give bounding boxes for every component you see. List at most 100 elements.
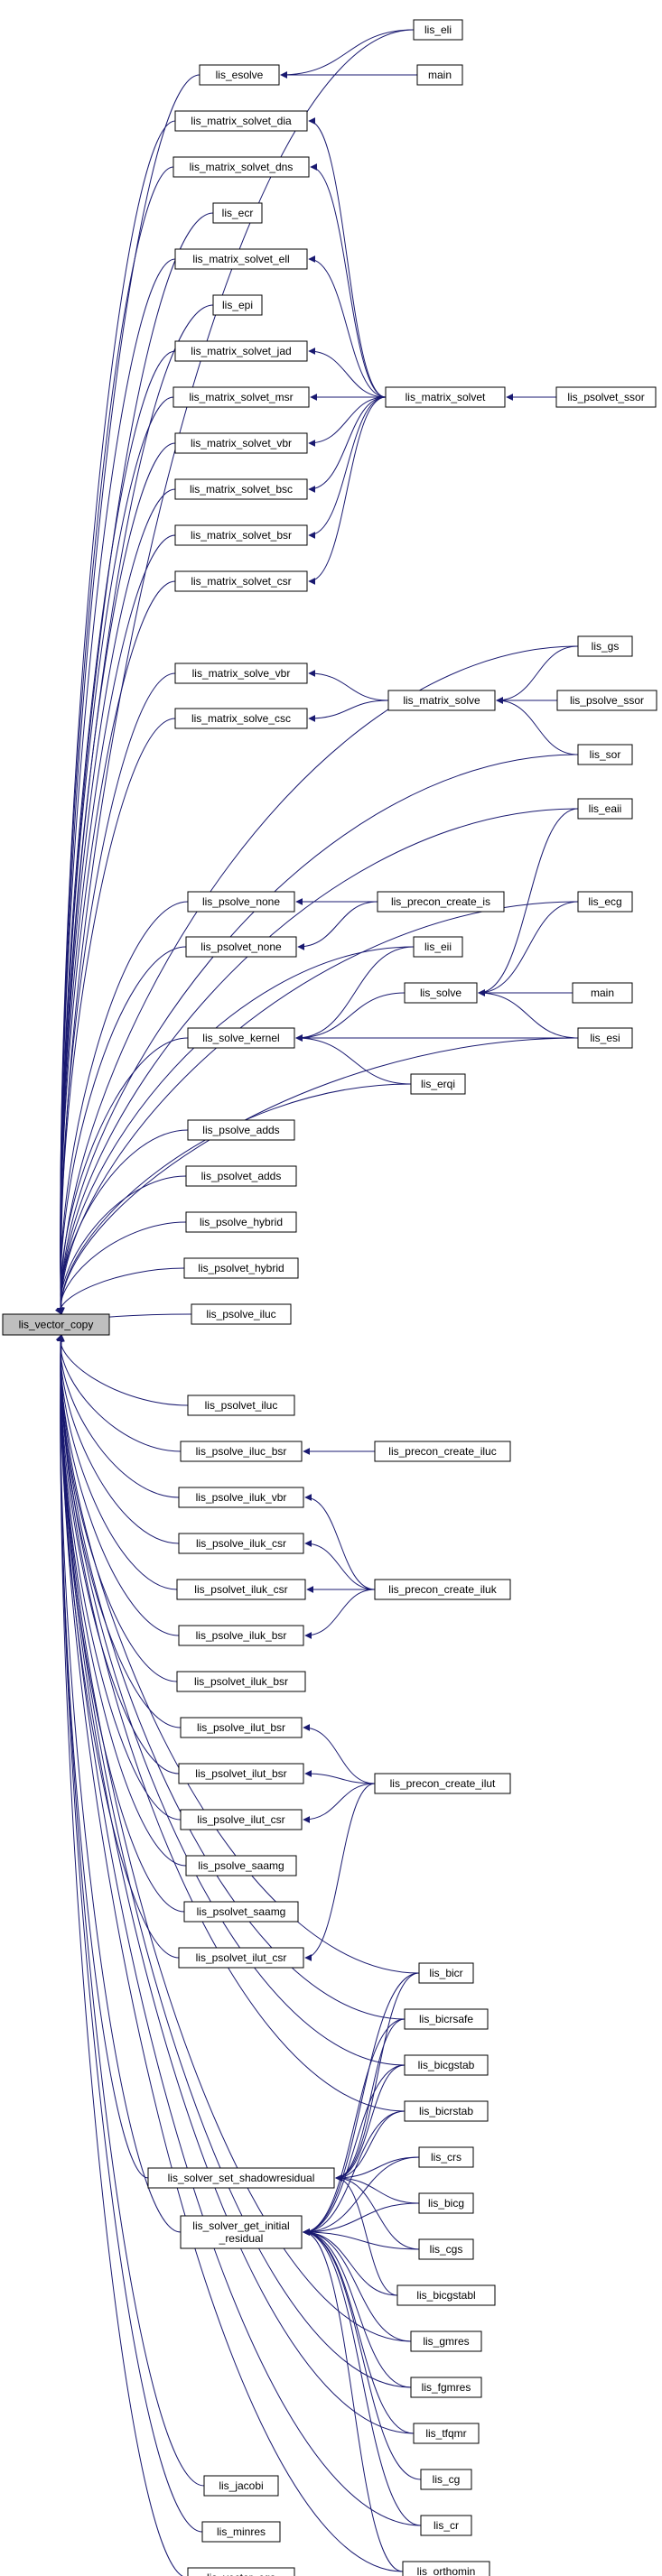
node-box (172, 156, 310, 178)
edge-lis-bicr-to-lis-solver-get-initial-residual (303, 1972, 420, 2236)
node-box (191, 1303, 292, 1325)
node-box (404, 2054, 489, 2076)
node-label: lis_bicrstab (419, 2105, 473, 2117)
node-lis-psolve-iluk-vbr[interactable]: lis_psolve_iluk_vbr (178, 1487, 304, 1508)
node-lis-matrix-solvet-bsr[interactable]: lis_matrix_solvet_bsr (174, 524, 308, 546)
node-lis-psolvet-iluk-bsr[interactable]: lis_psolvet_iluk_bsr (176, 1671, 306, 1692)
node-main[interactable]: main (572, 982, 633, 1004)
node-lis-orthomin[interactable]: lis_orthomin (402, 2561, 490, 2576)
node-lis-bicrsafe[interactable]: lis_bicrsafe (404, 2008, 489, 2030)
node-lis-bicrstab[interactable]: lis_bicrstab (404, 2100, 489, 2122)
node-lis-erqi[interactable]: lis_erqi (410, 1073, 466, 1095)
node-lis-cgs[interactable]: lis_cgs (418, 2238, 474, 2260)
node-lis-matrix-solve-vbr[interactable]: lis_matrix_solve_vbr (174, 663, 308, 684)
node-lis-matrix-solvet-dia[interactable]: lis_matrix_solvet_dia (174, 110, 308, 132)
node-lis-crs[interactable]: lis_crs (418, 2146, 474, 2168)
node-lis-sor[interactable]: lis_sor (577, 744, 633, 765)
node-lis-precon-create-iluc[interactable]: lis_precon_create_iluc (374, 1441, 511, 1462)
node-lis-solve-kernel[interactable]: lis_solve_kernel (187, 1027, 295, 1049)
node-label: lis_eli (424, 23, 452, 36)
node-lis-ecg[interactable]: lis_ecg (577, 891, 633, 913)
node-lis-fgmres[interactable]: lis_fgmres (410, 2377, 482, 2398)
node-lis-eaii[interactable]: lis_eaii (577, 798, 633, 820)
edge-lis-precon-create-ilut-to-lis-psolve-ilut-csr (303, 1783, 376, 1823)
node-lis-psolve-adds[interactable]: lis_psolve_adds (187, 1119, 295, 1141)
node-main[interactable]: main (416, 64, 463, 86)
node-lis-psolvet-iluc[interactable]: lis_psolvet_iluc (187, 1395, 295, 1416)
edge-lis-matrix-solvet-to-lis-matrix-solvet-bsc (308, 396, 387, 493)
node-box (201, 2521, 281, 2543)
node-lis-eii[interactable]: lis_eii (413, 936, 463, 958)
node-lis-vector-copy[interactable]: lis_vector_copy (2, 1313, 110, 1336)
node-lis-precon-create-iluk[interactable]: lis_precon_create_iluk (374, 1579, 511, 1600)
node-lis-psolvet-iluk-csr[interactable]: lis_psolvet_iluk_csr (176, 1579, 306, 1600)
node-lis-matrix-solve[interactable]: lis_matrix_solve (387, 690, 496, 711)
node-lis-tfqmr[interactable]: lis_tfqmr (413, 2423, 480, 2444)
edge-lis-matrix-solvet-to-lis-matrix-solvet-jad (308, 347, 387, 398)
node-lis-psolve-ilut-bsr[interactable]: lis_psolve_ilut_bsr (180, 1717, 303, 1738)
edge-lis-minres-to-lis-vector-copy (57, 1334, 203, 2533)
node-lis-epi[interactable]: lis_epi (212, 294, 263, 316)
node-lis-matrix-solve-csc[interactable]: lis_matrix_solve_csc (174, 708, 308, 729)
node-label: main (591, 987, 614, 999)
node-lis-psolvet-none[interactable]: lis_psolvet_none (185, 936, 297, 958)
node-lis-bicgstabl[interactable]: lis_bicgstabl (396, 2284, 496, 2306)
node-lis-cr[interactable]: lis_cr (420, 2515, 472, 2536)
node-lis-psolve-iluc-bsr[interactable]: lis_psolve_iluc_bsr (180, 1441, 303, 1462)
node-lis-ecr[interactable]: lis_ecr (212, 202, 263, 224)
node-lis-psolve-iluk-bsr[interactable]: lis_psolve_iluk_bsr (178, 1625, 304, 1646)
node-lis-gs[interactable]: lis_gs (577, 635, 633, 657)
node-box (413, 2423, 480, 2444)
node-label: lis_psolvet_hybrid (198, 1262, 284, 1274)
node-lis-psolve-iluk-csr[interactable]: lis_psolve_iluk_csr (178, 1533, 304, 1554)
node-lis-bicg[interactable]: lis_bicg (418, 2192, 474, 2214)
node-lis-esi[interactable]: lis_esi (577, 1027, 633, 1049)
node-lis-psolve-hybrid[interactable]: lis_psolve_hybrid (185, 1211, 297, 1233)
node-lis-psolve-none[interactable]: lis_psolve_none (187, 891, 295, 913)
node-lis-matrix-solvet-vbr[interactable]: lis_matrix_solvet_vbr (174, 432, 308, 454)
node-label: lis_bicg (428, 2197, 464, 2210)
node-lis-matrix-solvet-bsc[interactable]: lis_matrix_solvet_bsc (174, 478, 308, 500)
node-lis-cg[interactable]: lis_cg (420, 2469, 472, 2490)
node-lis-matrix-solvet-msr[interactable]: lis_matrix_solvet_msr (172, 386, 310, 408)
node-lis-psolvet-ilut-csr[interactable]: lis_psolvet_ilut_csr (178, 1947, 304, 1969)
edge-lis-eii-to-lis-solve-kernel (295, 946, 415, 1042)
edge-lis-bicgstab-to-lis-solver-set-shadowresidual (335, 2064, 406, 2182)
node-label: lis_matrix_solvet_dns (190, 161, 294, 173)
node-lis-bicr[interactable]: lis_bicr (418, 1962, 474, 1984)
node-lis-psolvet-adds[interactable]: lis_psolvet_adds (185, 1165, 297, 1187)
node-lis-solve[interactable]: lis_solve (404, 982, 478, 1004)
node-lis-esolve[interactable]: lis_esolve (199, 64, 280, 86)
node-lis-vector-cgs[interactable]: lis_vector_cgs (187, 2567, 295, 2576)
node-lis-psolvet-hybrid[interactable]: lis_psolvet_hybrid (183, 1257, 299, 1279)
node-box (174, 524, 308, 546)
edge-lis-matrix-solvet-to-lis-matrix-solvet-dia (308, 117, 387, 398)
node-lis-psolve-ssor[interactable]: lis_psolve_ssor (556, 690, 657, 711)
node-lis-solver-set-shadowresidual[interactable]: lis_solver_set_shadowresidual (147, 2167, 335, 2189)
node-lis-bicgstab[interactable]: lis_bicgstab (404, 2054, 489, 2076)
node-lis-psolvet-saamg[interactable]: lis_psolvet_saamg (183, 1901, 299, 1923)
node-lis-psolve-saamg[interactable]: lis_psolve_saamg (185, 1855, 297, 1876)
node-lis-matrix-solvet-ell[interactable]: lis_matrix_solvet_ell (174, 248, 308, 270)
node-lis-psolve-ilut-csr[interactable]: lis_psolve_ilut_csr (180, 1809, 303, 1830)
edge-lis-bicg-to-lis-solver-get-initial-residual (303, 2202, 420, 2236)
node-lis-solver-get-initial-residual[interactable]: lis_solver_get_initial_residual (180, 2215, 303, 2249)
node-lis-precon-create-is[interactable]: lis_precon_create_is (377, 891, 505, 913)
node-lis-jacobi[interactable]: lis_jacobi (203, 2475, 279, 2497)
node-lis-psolvet-ssor[interactable]: lis_psolvet_ssor (555, 386, 657, 408)
node-lis-psolvet-ilut-bsr[interactable]: lis_psolvet_ilut_bsr (178, 1763, 304, 1784)
edge-lis-psolvet-adds-to-lis-vector-copy (56, 1175, 187, 1315)
node-lis-matrix-solvet[interactable]: lis_matrix_solvet (385, 386, 506, 408)
node-lis-eli[interactable]: lis_eli (413, 19, 463, 41)
node-box (572, 982, 633, 1004)
node-label: lis_erqi (421, 1078, 455, 1090)
node-lis-matrix-solvet-jad[interactable]: lis_matrix_solvet_jad (174, 340, 308, 362)
node-lis-matrix-solvet-csr[interactable]: lis_matrix_solvet_csr (174, 570, 308, 592)
node-box (410, 2377, 482, 2398)
node-lis-gmres[interactable]: lis_gmres (410, 2330, 482, 2352)
node-label: lis_solve_kernel (202, 1032, 279, 1044)
node-lis-minres[interactable]: lis_minres (201, 2521, 281, 2543)
node-lis-matrix-solvet-dns[interactable]: lis_matrix_solvet_dns (172, 156, 310, 178)
node-lis-precon-create-ilut[interactable]: lis_precon_create_ilut (374, 1773, 511, 1794)
node-lis-psolve-iluc[interactable]: lis_psolve_iluc (191, 1303, 292, 1325)
